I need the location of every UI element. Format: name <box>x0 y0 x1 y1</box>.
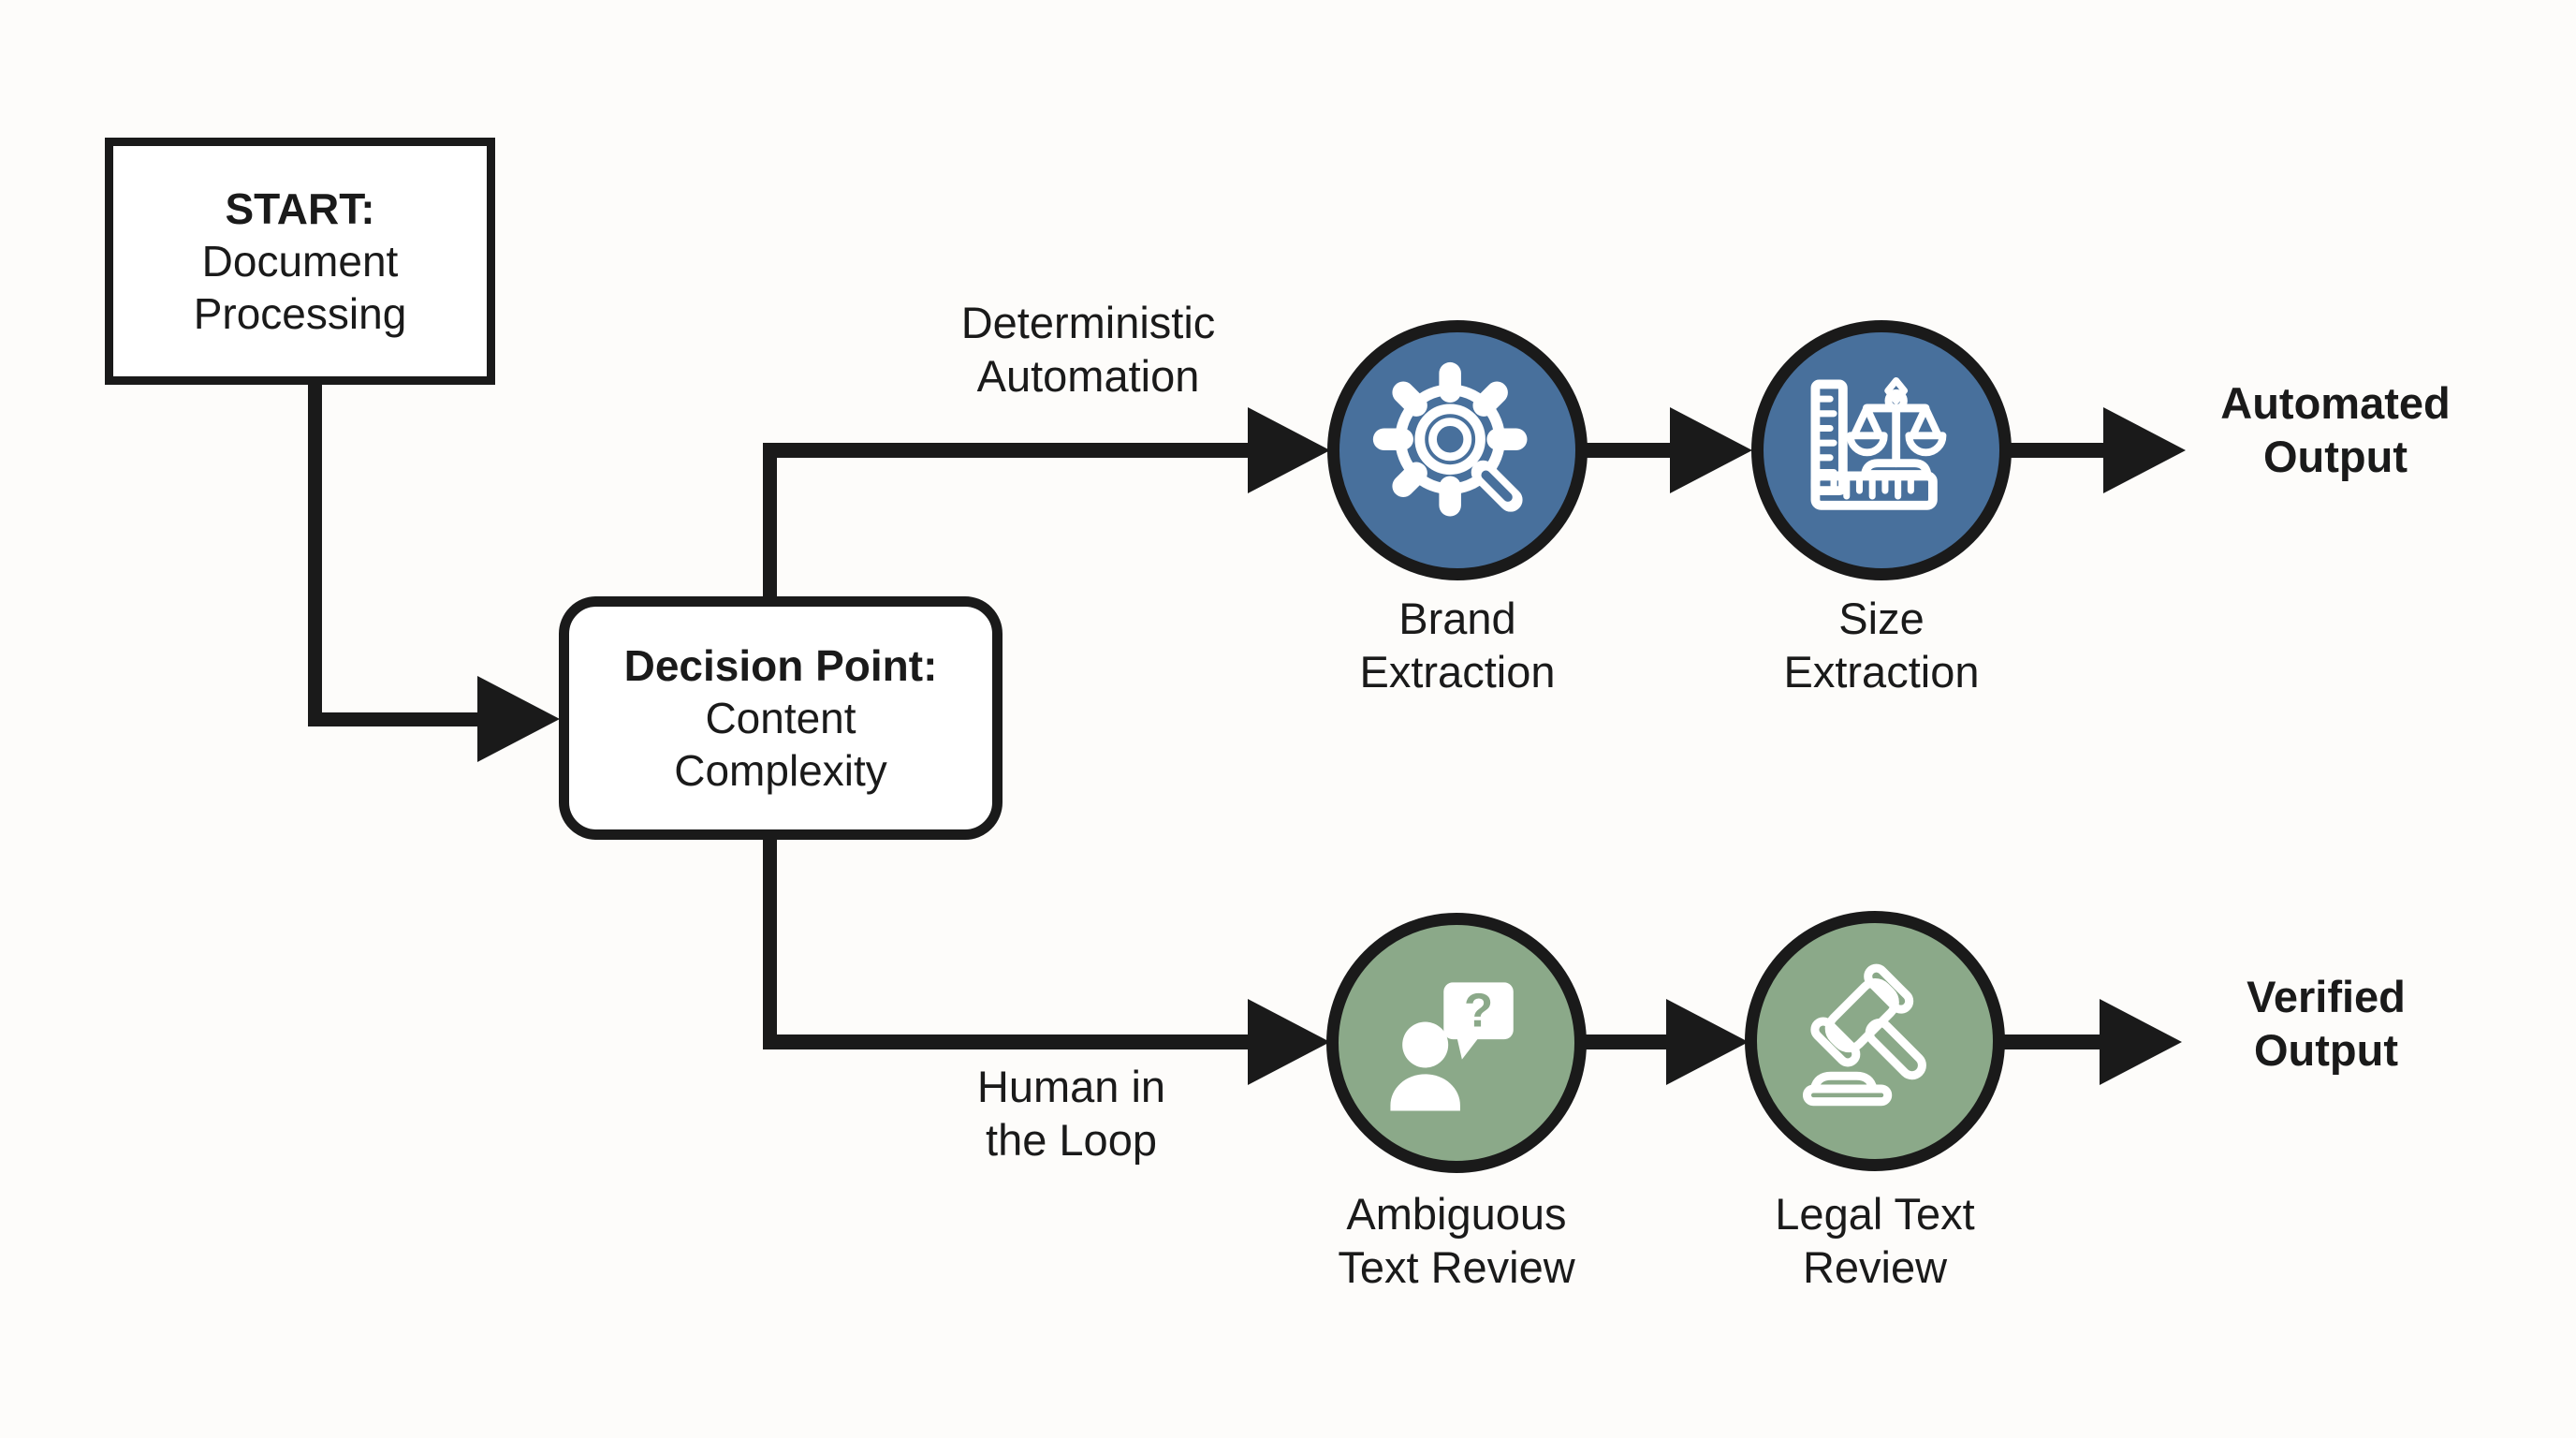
start-node-line1: Document <box>201 237 399 286</box>
arrowhead-icon <box>1670 407 1752 493</box>
size-extraction-node <box>1751 320 2012 580</box>
legal-label-line1: Legal Text <box>1775 1189 1975 1239</box>
connector-line <box>763 448 777 602</box>
verified-output-label: Verified Output <box>2139 970 2513 1077</box>
connector-line <box>763 443 1251 458</box>
connector-line <box>1580 1034 1681 1049</box>
brand-extraction-node <box>1327 320 1588 580</box>
decision-node-line1: Content <box>705 694 856 742</box>
start-node-line2: Processing <box>193 289 407 338</box>
verified-output-line1: Verified <box>2247 972 2406 1021</box>
top-route-label: Deterministic Automation <box>871 296 1306 403</box>
legal-label-line2: Review <box>1802 1242 1948 1292</box>
gavel-icon <box>1802 963 1926 1107</box>
size-extraction-label-line1: Size <box>1838 594 1925 643</box>
connector-line <box>1999 1034 2104 1049</box>
question-mark-glyph: ? <box>1464 983 1493 1036</box>
ambiguous-label-line2: Text Review <box>1338 1242 1575 1292</box>
top-route-label-line1: Deterministic <box>960 298 1216 347</box>
arrowhead-icon <box>2100 999 2182 1085</box>
legal-text-review-label: Legal Text Review <box>1688 1187 2062 1294</box>
arrowhead-icon <box>1248 407 1330 493</box>
verified-output-line2: Output <box>2254 1025 2398 1075</box>
top-route-label-line2: Automation <box>976 351 1200 401</box>
connector-line <box>308 712 495 726</box>
connector-line <box>763 833 777 1044</box>
arrowhead-icon <box>2103 407 2186 493</box>
start-node-title: START: <box>225 184 375 233</box>
start-node: START: Document Processing <box>105 138 495 385</box>
bottom-route-label-line2: the Loop <box>986 1115 1157 1165</box>
bottom-route-label-line1: Human in <box>976 1062 1166 1111</box>
connector-line <box>763 1034 1251 1049</box>
automated-output-line1: Automated <box>2220 378 2451 428</box>
ambiguous-text-review-node: ? <box>1326 913 1587 1173</box>
ambiguous-text-review-label: Ambiguous Text Review <box>1269 1187 1644 1294</box>
decision-node-title: Decision Point: <box>623 641 938 690</box>
automated-output-label: Automated Output <box>2144 376 2527 483</box>
connector-line <box>308 380 322 720</box>
brand-extraction-label-line2: Extraction <box>1359 647 1556 697</box>
connector-line <box>1582 443 1683 458</box>
connector-line <box>2006 443 2109 458</box>
ruler-scale-icon <box>1810 376 1947 510</box>
arrowhead-icon <box>477 676 560 762</box>
legal-text-review-node <box>1745 911 2005 1171</box>
gear-magnifier-icon <box>1372 361 1528 517</box>
bottom-route-label: Human in the Loop <box>854 1060 1289 1167</box>
brand-extraction-label-line1: Brand <box>1398 594 1516 643</box>
brand-extraction-label: Brand Extraction <box>1289 592 1626 698</box>
arrowhead-icon <box>1666 999 1749 1085</box>
ambiguous-label-line1: Ambiguous <box>1346 1189 1567 1239</box>
automated-output-line2: Output <box>2263 432 2408 481</box>
decision-node-line2: Complexity <box>674 746 887 795</box>
person-question-icon: ? <box>1390 982 1514 1111</box>
size-extraction-label: Size Extraction <box>1713 592 2050 698</box>
size-extraction-label-line2: Extraction <box>1783 647 1980 697</box>
arrowhead-icon <box>1248 999 1330 1085</box>
decision-node: Decision Point: Content Complexity <box>559 596 1003 840</box>
